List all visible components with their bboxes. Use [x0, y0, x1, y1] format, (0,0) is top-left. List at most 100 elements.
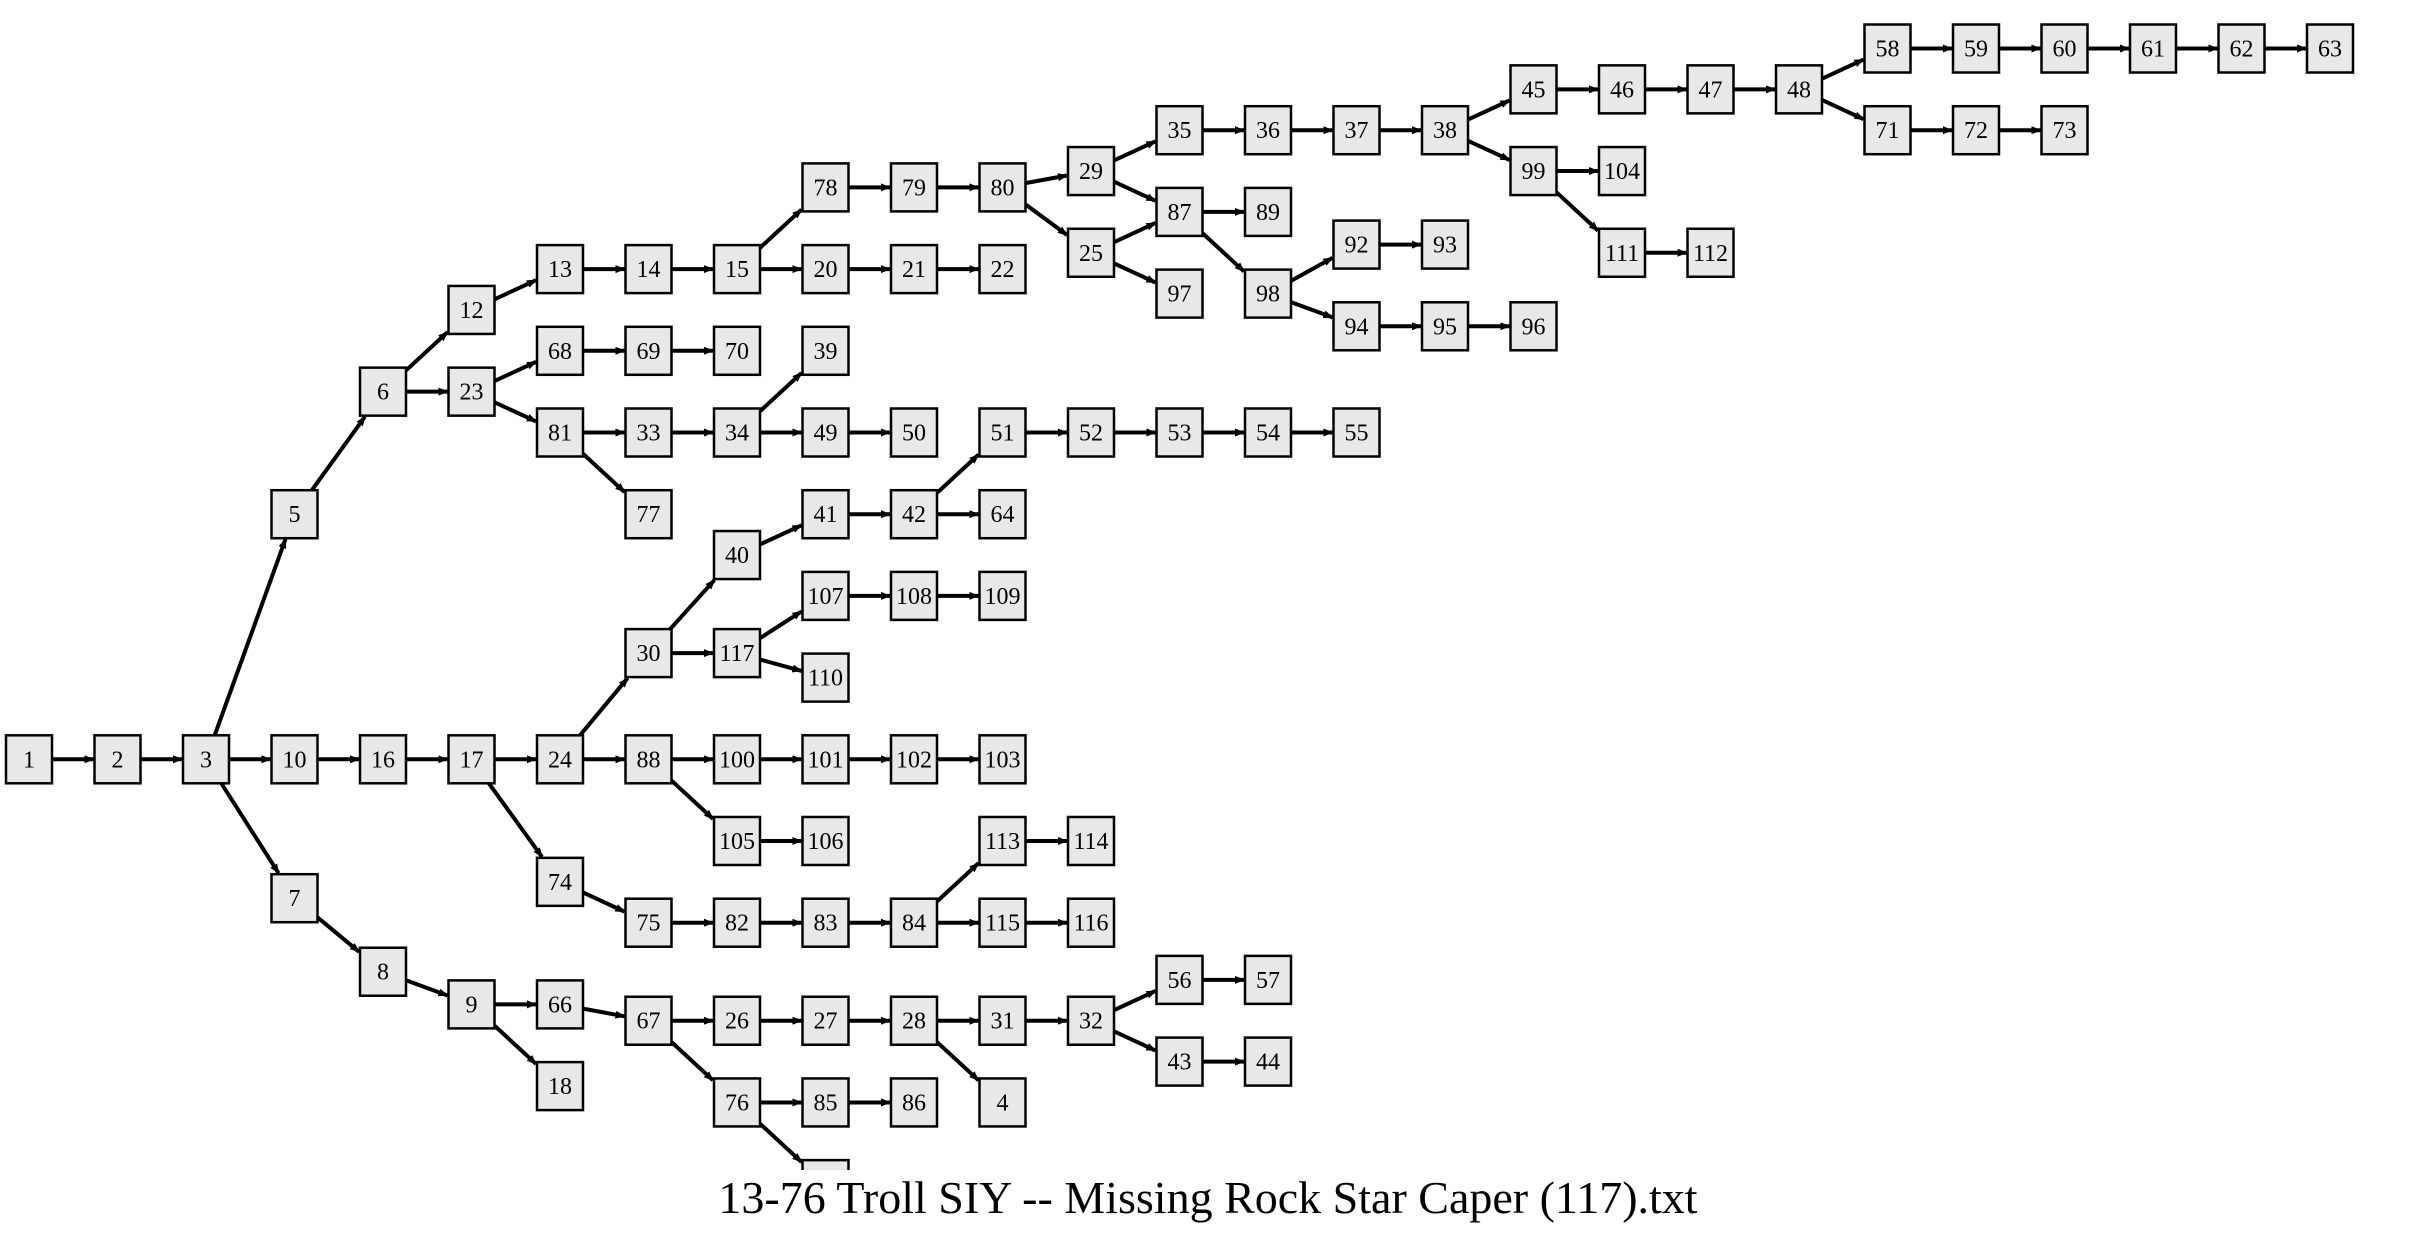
node-box — [270, 488, 319, 540]
node-13: 13 — [535, 243, 585, 295]
node-21: 21 — [889, 243, 939, 295]
edge-25-to-87 — [1113, 221, 1157, 244]
node-29: 29 — [1066, 145, 1116, 197]
node-box — [712, 734, 762, 785]
node-label: 4 — [997, 1090, 1009, 1116]
edge-6-to-12 — [404, 330, 449, 372]
node-label: 62 — [2230, 37, 2254, 63]
node-label: 14 — [637, 257, 661, 283]
node-label: 36 — [1256, 118, 1280, 144]
node-label: 21 — [902, 257, 926, 283]
node-101: 101 — [801, 734, 850, 785]
node-label: 96 — [1522, 314, 1546, 340]
node-label: 52 — [1079, 421, 1103, 447]
node-box — [889, 488, 939, 540]
node-label: 45 — [1522, 77, 1546, 103]
node-box — [712, 1077, 762, 1128]
node-label: 102 — [896, 747, 932, 773]
node-73: 73 — [2040, 104, 2089, 156]
node-36: 36 — [1243, 104, 1293, 156]
node-label: 31 — [991, 1009, 1015, 1035]
node-box — [801, 570, 850, 622]
node-32: 32 — [1066, 995, 1116, 1046]
node-label: 2 — [112, 747, 124, 773]
node-108: 108 — [889, 570, 939, 622]
node-label: 80 — [991, 175, 1015, 201]
node-box — [1243, 954, 1293, 1006]
node-89: 89 — [1243, 186, 1293, 238]
node-82: 82 — [712, 897, 762, 948]
edge-25-to-97 — [1113, 261, 1157, 285]
node-label: 15 — [725, 257, 749, 283]
node-18: 18 — [535, 1060, 585, 1112]
node-label: 55 — [1345, 421, 1369, 447]
node-label: 83 — [814, 911, 838, 937]
node-22: 22 — [978, 243, 1027, 295]
node-74: 74 — [535, 856, 585, 908]
node-75: 75 — [624, 897, 673, 948]
node-box — [535, 1060, 585, 1112]
node-box — [624, 407, 673, 458]
node-label: 101 — [808, 747, 844, 773]
node-label: 56 — [1168, 968, 1192, 994]
node-box — [712, 815, 762, 867]
node-6: 6 — [358, 366, 408, 417]
node-label: 103 — [985, 747, 1021, 773]
node-label: 64 — [991, 502, 1015, 528]
node-box — [1420, 219, 1470, 270]
node-label: 23 — [460, 380, 484, 406]
node-box — [535, 979, 585, 1030]
node-label: 37 — [1345, 118, 1369, 144]
edge-29-to-87 — [1113, 179, 1157, 203]
node-box — [978, 815, 1027, 867]
node-34: 34 — [712, 407, 762, 458]
edge-38-to-45 — [1467, 98, 1511, 122]
node-92: 92 — [1332, 219, 1381, 270]
node-box — [624, 897, 673, 948]
node-label: 116 — [1073, 911, 1108, 937]
graph-caption: 13-76 Troll SIY -- Missing Rock Star Cap… — [718, 1172, 1698, 1223]
node-label: 27 — [814, 1009, 838, 1035]
node-box — [889, 734, 939, 785]
node-box — [535, 407, 585, 458]
node-box — [801, 897, 850, 948]
edge-7-to-8 — [316, 915, 361, 954]
edge-38-to-99 — [1467, 139, 1511, 162]
node-box — [1066, 995, 1116, 1046]
node-label: 72 — [1964, 118, 1988, 144]
node-label: 108 — [896, 584, 932, 610]
node-box — [978, 995, 1027, 1046]
edge-80-to-25 — [1024, 202, 1069, 237]
edge-99-to-111 — [1555, 190, 1600, 233]
node-box — [889, 162, 939, 213]
node-label: 30 — [637, 641, 661, 667]
node-label: 10 — [283, 747, 307, 773]
node-label: 87 — [1168, 200, 1192, 226]
node-box — [1420, 104, 1470, 156]
node-box — [270, 872, 319, 924]
node-box — [1155, 954, 1204, 1006]
node-95: 95 — [1420, 301, 1470, 352]
node-label: 94 — [1345, 314, 1369, 340]
edge-32-to-43 — [1113, 1029, 1157, 1053]
node-109: 109 — [978, 570, 1027, 622]
node-box — [712, 995, 762, 1046]
node-110: 110 — [801, 652, 850, 703]
node-box — [978, 570, 1027, 622]
node-box — [624, 734, 673, 785]
node-box — [1863, 104, 1912, 156]
node-box — [1863, 23, 1912, 74]
node-label: 110 — [808, 666, 843, 692]
node-box — [2128, 23, 2178, 74]
node-box — [1243, 186, 1293, 238]
node-label: 66 — [548, 992, 572, 1018]
node-box — [4, 734, 54, 785]
node-box — [447, 366, 496, 417]
node-box — [801, 995, 850, 1046]
node-label: 53 — [1168, 421, 1192, 447]
node-26: 26 — [712, 995, 762, 1046]
node-label: 3 — [200, 747, 212, 773]
node-38: 38 — [1420, 104, 1470, 156]
node-box — [1332, 301, 1381, 352]
node-box — [978, 1077, 1027, 1128]
